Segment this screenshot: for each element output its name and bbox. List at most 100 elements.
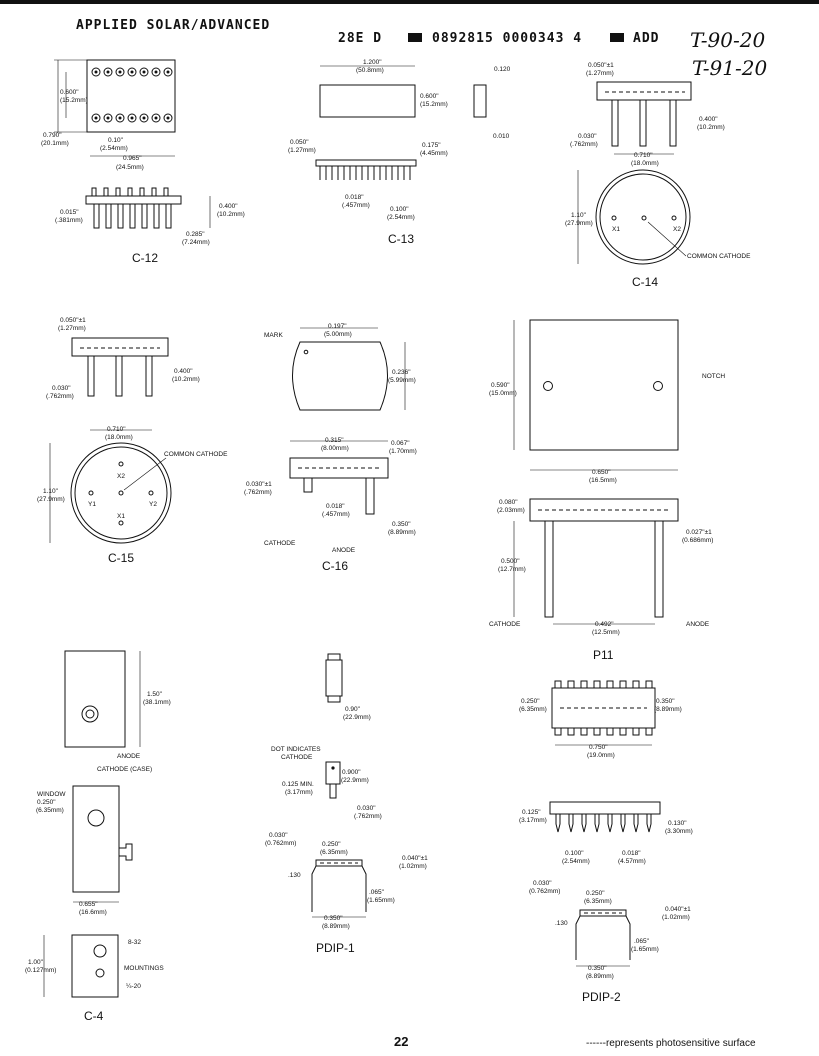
c13-dim-1-mm: (50.8mm) xyxy=(356,67,384,74)
c14-dim-3-mm: (.762mm) xyxy=(570,141,598,148)
c16-label: C-16 xyxy=(322,559,348,573)
pdip1-dim-5: 0.030" xyxy=(269,832,288,839)
pdip2-top-pins xyxy=(554,680,653,736)
header-block-1 xyxy=(408,33,422,42)
pdip1-dot-1: DOT INDICATES xyxy=(271,746,321,753)
c12-dim-4-mm: (24.5mm) xyxy=(116,164,144,171)
pdip2-dim-11: .130 xyxy=(555,920,568,927)
pdip1-dim-10-mm: (8.89mm) xyxy=(322,923,350,930)
pdip1-dim-5-mm: (0.762mm) xyxy=(265,840,296,847)
c14-dim-3: 0.030" xyxy=(578,133,597,140)
c15-dim-4: 0.710" xyxy=(107,426,126,433)
pdip1-dim-6-mm: (6.35mm) xyxy=(320,849,348,856)
pdip1-end-body xyxy=(315,859,363,867)
c4-dim-3: 0.655" xyxy=(79,901,98,908)
c16-dim-3: 0.315" xyxy=(325,437,344,444)
c13-dim-8-mm: (2.54mm) xyxy=(387,214,415,221)
legend-note: ------represents photosensitive surface xyxy=(586,1038,756,1049)
handwritten-code-1: T-90-20 xyxy=(690,28,765,52)
c4-bottom-view xyxy=(71,934,119,998)
pdip2-dim-10: 0.040"±1 xyxy=(665,906,691,913)
c13-dim-4: 0.010 xyxy=(493,133,510,140)
p11-cathode: CATHODE xyxy=(489,621,521,628)
pdip1-dim-8: .130 xyxy=(288,872,301,879)
c13-dim-2-mm: (15.2mm) xyxy=(420,101,448,108)
pdip2-side-body xyxy=(549,801,661,815)
package-c4: 1.50" (38.1mm) ANODE CATHODE (CASE) WIND… xyxy=(25,650,171,1023)
c15-y2: Y2 xyxy=(149,501,157,508)
c4-window: WINDOW xyxy=(37,791,66,798)
c16-dim-7: 0.350" xyxy=(392,521,411,528)
c12-dim-5-mm: (.381mm) xyxy=(55,217,83,224)
pdip1-dot-2: CATHODE xyxy=(281,754,313,761)
pdip1-dim-9-mm: (1.65mm) xyxy=(367,897,395,904)
pdip2-label: PDIP-2 xyxy=(582,990,621,1004)
pdip1-dim-10: 0.350" xyxy=(324,915,343,922)
pdip1-dim-9: .065" xyxy=(369,889,385,896)
c4-stud xyxy=(119,843,133,861)
c12-dim-7-mm: (7.24mm) xyxy=(182,239,210,246)
c4-label: C-4 xyxy=(84,1009,104,1023)
c14-dim-1-mm: (1.27mm) xyxy=(586,70,614,77)
c14-common-cathode: COMMON CATHODE xyxy=(687,253,751,260)
c12-side-pins xyxy=(91,187,172,229)
pdip2-dim-6-mm: (2.54mm) xyxy=(562,858,590,865)
c4-cathode: CATHODE (CASE) xyxy=(97,766,152,773)
pdip1-side-view xyxy=(325,761,341,785)
pdip1-dim-1: 0.90" xyxy=(345,706,361,713)
pdip2-dim-7-mm: (4.57mm) xyxy=(618,858,646,865)
pdip1-top-view xyxy=(325,659,343,697)
pdip1-dim-2: 0.125 MIN. xyxy=(282,781,314,788)
c4-mount-1: 8-32 xyxy=(128,939,141,946)
pdip2-end-body xyxy=(579,909,627,917)
c16-anode: ANODE xyxy=(332,547,356,554)
c14-x2: X2 xyxy=(673,226,681,233)
pdip1-dim-2-mm: (3.17mm) xyxy=(285,789,313,796)
c12-pin-rows xyxy=(91,67,173,123)
c14-dim-2: 0.400" xyxy=(699,116,718,123)
c4-anode: ANODE xyxy=(117,753,141,760)
c12-dim-6-mm: (10.2mm) xyxy=(217,211,245,218)
c15-dim-1-mm: (1.27mm) xyxy=(58,325,86,332)
c15-body xyxy=(71,337,169,357)
c14-dim-4-mm: (18.0mm) xyxy=(631,160,659,167)
c16-dim-2: 0.236" xyxy=(392,369,411,376)
pdip1-dim-7-mm: (1.02mm) xyxy=(399,863,427,870)
c16-dim-2-mm: (5.99mm) xyxy=(388,377,416,384)
p11-dim-4: 0.027"±1 xyxy=(686,529,712,536)
c4-dim-1: 1.50" xyxy=(147,691,163,698)
c14-can-outer xyxy=(595,169,691,265)
header-company: APPLIED SOLAR/ADVANCED xyxy=(76,18,270,33)
c16-side-body xyxy=(289,457,389,479)
c15-dim-5-mm: (27.9mm) xyxy=(37,496,65,503)
c13-dim-7: 0.018" xyxy=(345,194,364,201)
c13-side-view xyxy=(473,84,487,118)
c16-dim-1-mm: (5.00mm) xyxy=(324,331,352,338)
c15-common: COMMON CATHODE xyxy=(164,451,228,458)
c16-dim-4-mm: (1.70mm) xyxy=(389,448,417,455)
pdip2-top-view xyxy=(551,687,656,729)
c13-leads xyxy=(319,166,411,180)
c12-side-body xyxy=(85,195,182,205)
c12-label: C-12 xyxy=(132,251,158,265)
c15-dim-5: 1.10" xyxy=(43,488,59,495)
package-c12: 0.600" (15.2mm) 0.790" (20.1mm) 0.10" (2… xyxy=(41,59,245,265)
c14-label: C-14 xyxy=(632,275,658,289)
pdip2-dim-1: 0.250" xyxy=(521,698,540,705)
c14-x1: X1 xyxy=(612,226,620,233)
c14-can-inner xyxy=(599,173,687,261)
package-c14: 0.050"±1 (1.27mm) 0.400" (10.2mm) 0.030"… xyxy=(565,62,751,289)
c13-dim-2: 0.600" xyxy=(420,93,439,100)
c4-dim-3-mm: (16.6mm) xyxy=(79,909,107,916)
pdip2-dim-2: 0.350" xyxy=(656,698,675,705)
p11-dim-2: 0.650" xyxy=(592,469,611,476)
c15-can-inner xyxy=(74,446,168,540)
p11-dim-6-mm: (12.5mm) xyxy=(592,629,620,636)
c12-dim-2: 0.790" xyxy=(43,132,62,139)
pdip2-dim-3: 0.750" xyxy=(589,744,608,751)
c4-front-view xyxy=(64,650,126,748)
c12-dim-4: 0.965" xyxy=(123,155,142,162)
pdip2-dim-7: 0.018" xyxy=(622,850,641,857)
header-suffix: ADD xyxy=(633,31,659,46)
c15-label: C-15 xyxy=(108,551,134,565)
